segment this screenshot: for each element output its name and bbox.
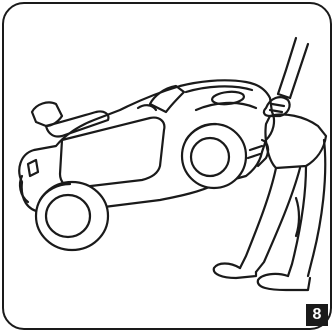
person-leg-back bbox=[240, 168, 300, 272]
seat-cushion bbox=[46, 111, 108, 136]
front-wheel bbox=[182, 124, 246, 188]
step-number-badge: 8 bbox=[306, 304, 328, 326]
dashboard bbox=[138, 105, 156, 110]
rear-wheel bbox=[36, 182, 108, 250]
rear-bumper bbox=[20, 176, 28, 202]
person-arm bbox=[278, 38, 308, 98]
rear-light bbox=[28, 160, 38, 176]
person-hand bbox=[264, 97, 290, 116]
person-leg-front bbox=[288, 140, 325, 276]
hood-lower-line bbox=[196, 103, 256, 110]
person-shoe-front bbox=[258, 274, 310, 290]
hood-line bbox=[186, 86, 252, 92]
person-shoe-back bbox=[214, 264, 256, 279]
